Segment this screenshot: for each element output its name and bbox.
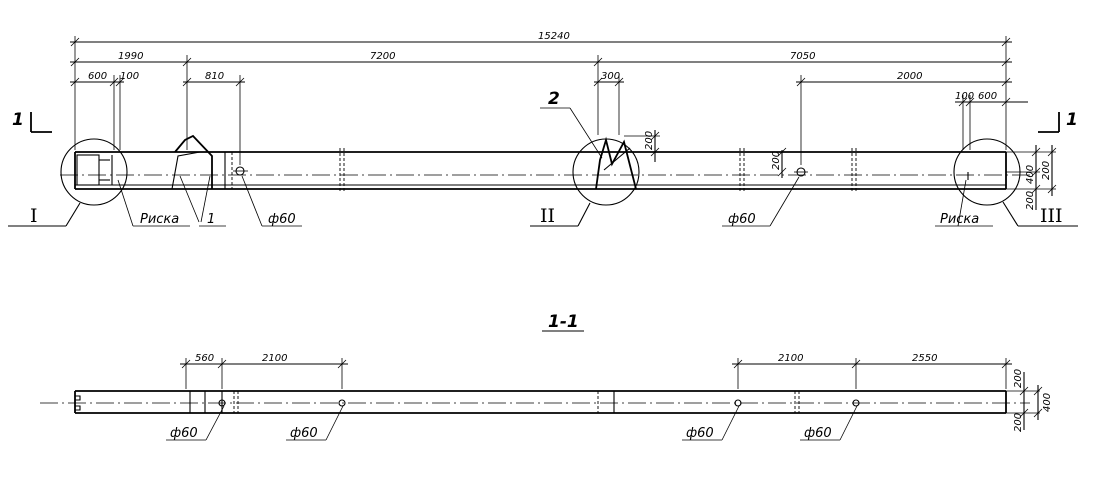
svg-text:III: III — [1040, 205, 1063, 227]
dim-600-right: 600 — [978, 91, 997, 102]
node-I-circle — [60, 138, 128, 206]
node-II-circle — [572, 138, 640, 206]
beam-elevation — [60, 134, 1030, 192]
svg-text:1: 1 — [1066, 110, 1078, 130]
section-mark-left: 1 — [12, 110, 52, 133]
sec-dim-2550: 2550 — [912, 353, 937, 364]
beam-section-view — [40, 390, 1030, 414]
svg-text:ф60: ф60 — [728, 212, 756, 227]
svg-text:1: 1 — [207, 212, 215, 227]
dim-overall: 15240 — [538, 31, 570, 42]
hole-label-left: ф60 — [241, 175, 302, 227]
sec-dim-2100-right: 2100 — [778, 353, 803, 364]
dim-right-seg: 7050 — [790, 51, 815, 62]
svg-text:Риска: Риска — [940, 212, 979, 227]
dim-100-right: 100 — [955, 91, 974, 102]
section-title: 1-1 — [548, 312, 579, 332]
riska-left-label: Риска — [117, 179, 190, 227]
sec-phi-4: ф60 — [804, 426, 832, 441]
section-hole-labels — [166, 405, 858, 441]
callout-1: 1 — [179, 175, 226, 227]
sec-dim-2100-left: 2100 — [262, 353, 287, 364]
svg-text:ф60: ф60 — [268, 212, 296, 227]
svg-text:2: 2 — [548, 89, 560, 109]
dim-2000: 2000 — [897, 71, 922, 82]
node-II-label: II — [530, 202, 591, 227]
section-mark-right: 1 — [1038, 110, 1078, 133]
sec-dim-200-top: 200 — [1013, 369, 1024, 388]
sec-dim-200-low: 200 — [1013, 413, 1024, 432]
hole-label-right: ф60 — [722, 176, 800, 227]
dim-left-seg: 1990 — [118, 51, 143, 62]
node-I-label: I — [8, 202, 81, 227]
riska-right-label: Риска — [935, 179, 993, 227]
callout-2: 2 — [540, 89, 603, 159]
svg-text:I: I — [30, 205, 38, 227]
dim-400: 400 — [1025, 165, 1036, 184]
dim-200-notch: 200 — [644, 131, 655, 150]
dim-300: 300 — [601, 71, 620, 82]
svg-text:1: 1 — [12, 110, 24, 130]
dim-810: 810 — [205, 71, 224, 82]
elevation-dimensions — [70, 36, 1057, 210]
dim-200-bottom: 200 — [1025, 191, 1036, 210]
node-III-label: III — [1002, 201, 1078, 227]
dim-200-end: 200 — [1041, 161, 1052, 180]
dim-200-hole: 200 — [771, 151, 782, 170]
sec-dim-560: 560 — [195, 353, 214, 364]
svg-text:Риска: Риска — [140, 212, 179, 227]
svg-text:II: II — [540, 205, 555, 227]
sec-dim-400: 400 — [1042, 393, 1053, 412]
sec-phi-2: ф60 — [290, 426, 318, 441]
dim-mid-seg: 7200 — [370, 51, 395, 62]
dim-600-left: 600 — [88, 71, 107, 82]
sec-phi-3: ф60 — [686, 426, 714, 441]
dim-100-left: 100 — [120, 71, 139, 82]
sec-phi-1: ф60 — [170, 426, 198, 441]
section-dimensions — [180, 358, 1043, 430]
